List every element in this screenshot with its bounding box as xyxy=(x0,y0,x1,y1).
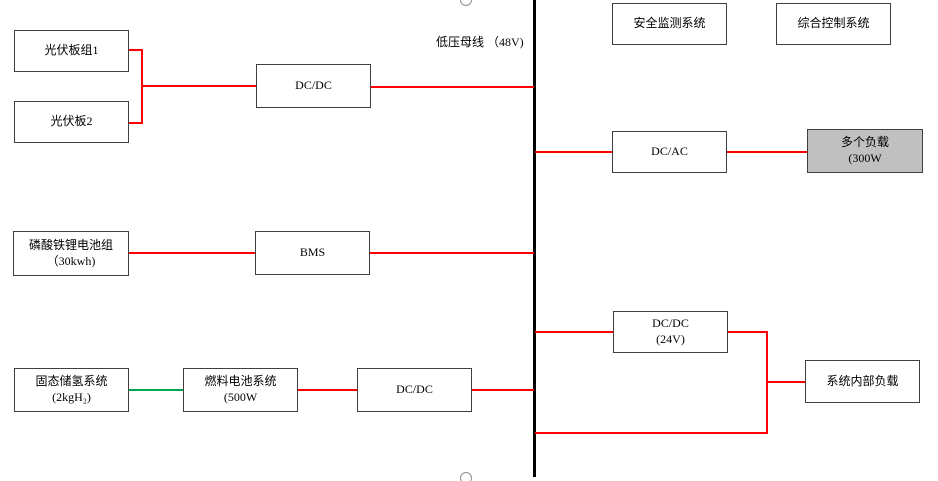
node-sublabel: (24V) xyxy=(656,332,685,346)
node-solid-hydrogen-storage[interactable]: 固态储氢系统 (2kgH₂) xyxy=(14,368,129,412)
node-label: 综合控制系统 xyxy=(797,16,870,31)
node-label: 光伏板2 xyxy=(50,114,93,129)
node-label: 安全监测系统 xyxy=(633,16,706,31)
wire-pv-to-dcdc xyxy=(142,85,257,87)
node-label: DC/DC xyxy=(295,78,332,93)
node-sublabel: （30kwh) xyxy=(46,253,96,268)
node-dcac-inverter[interactable]: DC/AC xyxy=(612,131,727,173)
node-label: DC/DC xyxy=(652,316,689,331)
node-label: 多个负载 xyxy=(840,135,889,150)
wire-dcdc24-out xyxy=(727,331,768,333)
wire-bus-to-dcdc24 xyxy=(535,331,613,333)
wire-pv1-stub xyxy=(129,49,143,51)
node-label: DC/AC xyxy=(651,144,688,159)
selection-handle-bottom[interactable] xyxy=(460,472,472,481)
node-integrated-control-system[interactable]: 综合控制系统 xyxy=(776,3,891,45)
node-dcdc-24v[interactable]: DC/DC (24V) xyxy=(613,311,728,353)
wire-pv2-stub xyxy=(129,122,143,124)
bus-label: 低压母线 （48V) xyxy=(436,35,524,49)
wire-junction-to-internal-load xyxy=(767,381,805,383)
node-label: 固态储氢系统 xyxy=(35,374,108,389)
wire-bus-to-dcac xyxy=(535,151,613,153)
node-safety-monitoring-system[interactable]: 安全监测系统 xyxy=(612,3,727,45)
node-label: 燃料电池系统 xyxy=(204,374,277,389)
node-sublabel: (500W xyxy=(223,390,258,404)
node-label: BMS xyxy=(299,245,326,260)
node-dcdc-fuelcell[interactable]: DC/DC xyxy=(357,368,472,412)
wire-dcac-to-loads xyxy=(726,151,807,153)
wire-bms-to-bus xyxy=(369,252,534,254)
node-system-internal-load[interactable]: 系统内部负载 xyxy=(805,360,920,403)
wire-bus-bottom-branch xyxy=(535,432,767,434)
node-bms[interactable]: BMS xyxy=(255,231,370,275)
node-pv-panel-2[interactable]: 光伏板2 xyxy=(14,101,129,143)
node-label: 系统内部负载 xyxy=(826,373,899,388)
node-dcdc-pv[interactable]: DC/DC xyxy=(256,64,371,108)
node-label: 光伏板组1 xyxy=(44,43,99,58)
node-lifepo4-battery-pack[interactable]: 磷酸铁锂电池组 （30kwh) xyxy=(13,231,129,276)
node-sublabel: (300W xyxy=(848,151,882,165)
node-label: DC/DC xyxy=(396,382,433,397)
node-pv-group-1[interactable]: 光伏板组1 xyxy=(14,30,129,72)
node-sublabel: (2kgH₂) xyxy=(52,390,91,404)
node-fuel-cell-system[interactable]: 燃料电池系统 (500W xyxy=(183,368,298,412)
wire-dcdc-to-bus xyxy=(370,86,534,88)
wire-battery-to-bms xyxy=(128,252,256,254)
wire-dcdcfc-to-bus xyxy=(471,389,534,391)
node-multiple-loads-300w[interactable]: 多个负载 (300W xyxy=(807,129,923,173)
low-voltage-bus-line xyxy=(533,0,536,477)
node-label: 磷酸铁锂电池组 xyxy=(28,237,113,252)
wire-storage-to-fuelcell xyxy=(129,389,184,391)
selection-handle-top[interactable] xyxy=(460,0,472,6)
wire-fuelcell-to-dcdc xyxy=(297,389,358,391)
